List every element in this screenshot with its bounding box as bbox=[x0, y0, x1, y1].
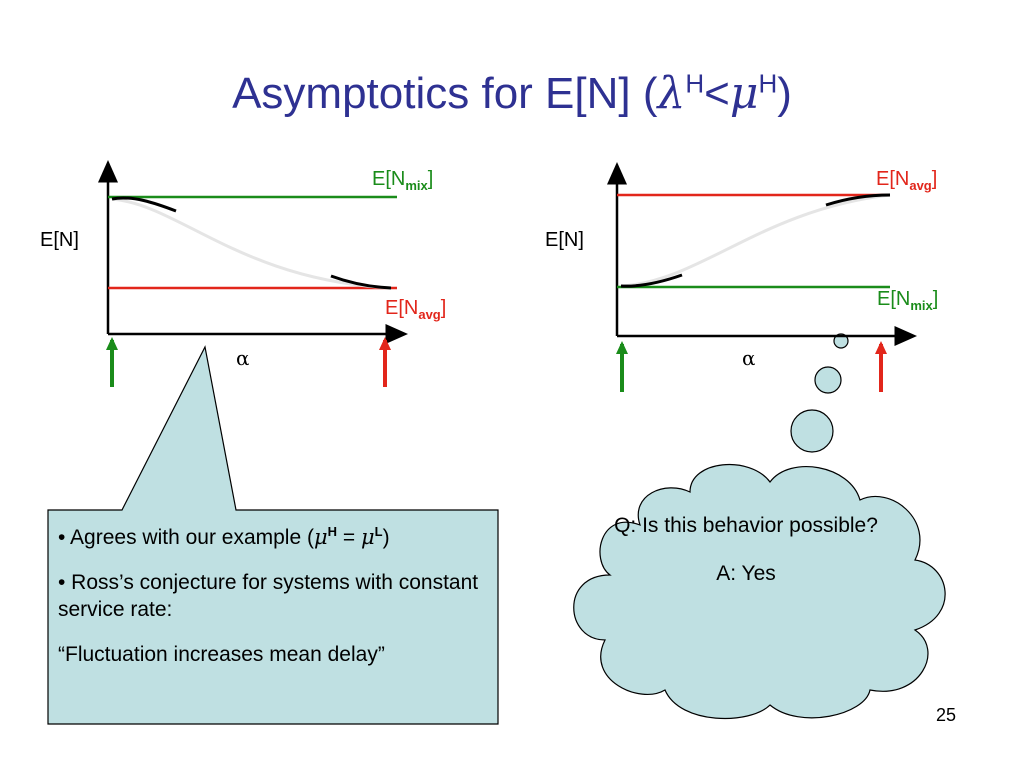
thought-bubble-medium bbox=[814, 366, 842, 394]
left-top-label-main: E[N bbox=[372, 168, 406, 190]
left-curve-faint bbox=[111, 197, 392, 290]
right-bottom-label: E[Nmix] bbox=[877, 288, 938, 313]
right-top-label-close: ] bbox=[931, 168, 938, 190]
right-bottom-label-sub: mix bbox=[910, 298, 933, 313]
left-red-arrowhead bbox=[379, 337, 391, 350]
thought-answer: A: Yes bbox=[716, 562, 776, 585]
right-ylabel: E[N] bbox=[545, 229, 584, 251]
left-green-arrowhead bbox=[106, 337, 118, 350]
right-bottom-label-main: E[N bbox=[877, 288, 911, 310]
callout-item-1-mu1: μ bbox=[313, 525, 328, 549]
title-prefix: Asymptotics for E[N] ( bbox=[232, 69, 658, 118]
right-curve-faint bbox=[620, 193, 891, 288]
title-lt: < bbox=[704, 69, 730, 118]
right-plot bbox=[607, 162, 917, 392]
title-suffix: ) bbox=[777, 69, 792, 118]
left-plot bbox=[98, 160, 408, 387]
callout-text: • Agrees with our example (μH = μL) • Ro… bbox=[48, 510, 498, 724]
right-bottom-label-close: ] bbox=[932, 288, 939, 310]
left-top-label-close: ] bbox=[427, 168, 434, 190]
right-curve-start bbox=[620, 273, 683, 288]
left-ylabel: E[N] bbox=[40, 229, 79, 251]
thought-cloud bbox=[573, 333, 946, 720]
slide-title: Asymptotics for E[N] (λH<μH) bbox=[0, 68, 1024, 119]
left-curve-end bbox=[330, 274, 392, 290]
title-lambda: λ bbox=[657, 68, 686, 119]
left-bottom-label-sub: avg bbox=[418, 307, 441, 322]
right-top-label-main: E[N bbox=[876, 168, 910, 190]
right-top-label: E[Navg] bbox=[876, 168, 937, 193]
callout-item-3: “Fluctuation increases mean delay” bbox=[58, 643, 385, 666]
callout-item-1-suffix: ) bbox=[382, 526, 390, 549]
title-mu: μ bbox=[729, 68, 759, 119]
left-top-label-sub: mix bbox=[405, 178, 428, 193]
thought-text: Q: Is this behavior possible? A: Yes bbox=[608, 512, 884, 588]
callout-item-1-prefix: • Agrees with our example ( bbox=[58, 526, 314, 549]
page-number: 25 bbox=[936, 705, 957, 725]
thought-question: Q: Is this behavior possible? bbox=[614, 514, 878, 537]
callout-item-1-sup2: L bbox=[374, 524, 383, 539]
right-top-label-sub: avg bbox=[909, 178, 932, 193]
left-top-label: E[Nmix] bbox=[372, 168, 433, 193]
left-bottom-label: E[Navg] bbox=[385, 297, 446, 322]
callout-item-1-sup1: H bbox=[327, 524, 338, 539]
callout-box bbox=[47, 345, 499, 725]
title-sup2: H bbox=[758, 68, 778, 99]
title-sup1: H bbox=[685, 68, 705, 99]
right-xlabel: α bbox=[742, 346, 756, 370]
right-red-arrowhead bbox=[875, 341, 887, 354]
callout-item-1-eq: = bbox=[337, 526, 361, 549]
right-green-arrowhead bbox=[616, 341, 628, 354]
left-xlabel: α bbox=[236, 346, 250, 370]
right-curve-end bbox=[825, 193, 891, 207]
left-curve-start bbox=[111, 196, 177, 213]
left-bottom-label-main: E[N bbox=[385, 297, 419, 319]
thought-bubble-large bbox=[790, 409, 834, 453]
callout-item-1: • Agrees with our example (μH = μL) bbox=[58, 518, 488, 551]
left-bottom-label-close: ] bbox=[440, 297, 447, 319]
callout-item-1-mu2: μ bbox=[360, 525, 375, 549]
callout-item-2: • Ross’s conjecture for systems with con… bbox=[58, 571, 479, 621]
thought-bubble-small bbox=[833, 333, 849, 349]
